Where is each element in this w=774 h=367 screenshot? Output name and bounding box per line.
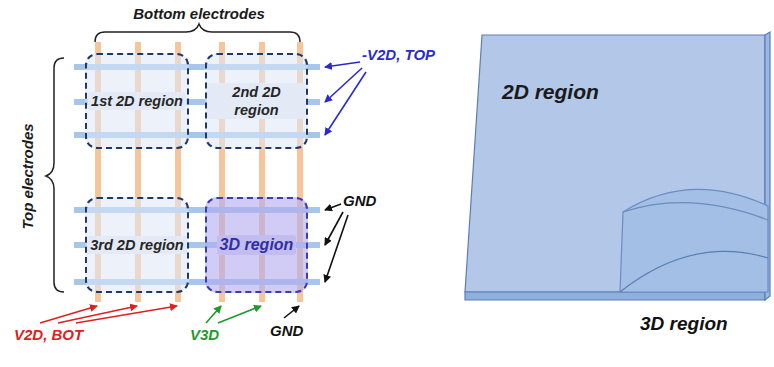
region-label: 3D region <box>217 235 297 255</box>
region-box: 3rd 2D region <box>85 197 189 293</box>
slab-outline <box>460 30 772 305</box>
voltage-arrow <box>40 62 366 323</box>
region-box: 2nd 2D region <box>205 53 308 149</box>
region-label: 2nd 2D region <box>207 83 306 119</box>
signal-name: GND <box>270 322 303 339</box>
signal-name: V2D, BOT <box>14 326 83 343</box>
region-box: 3D region <box>205 197 308 293</box>
axis-title: Bottom electrodes <box>133 5 265 22</box>
region-label: 3D region <box>640 313 728 335</box>
top-electrode <box>74 67 320 282</box>
brace <box>95 24 300 42</box>
region-label: 2D region <box>502 80 599 104</box>
region-label: 3rd 2D region <box>87 236 186 254</box>
substrate-slab: 2D region <box>460 30 772 305</box>
signal-name: V3D <box>190 326 219 343</box>
signal-name: -V2D, TOP <box>362 46 435 63</box>
region-label: 1st 2D region <box>88 92 186 110</box>
axis-title: Top electrodes <box>19 123 36 229</box>
brace <box>46 58 64 292</box>
region-box: 1st 2D region <box>85 53 189 149</box>
signal-name: GND <box>343 192 376 209</box>
